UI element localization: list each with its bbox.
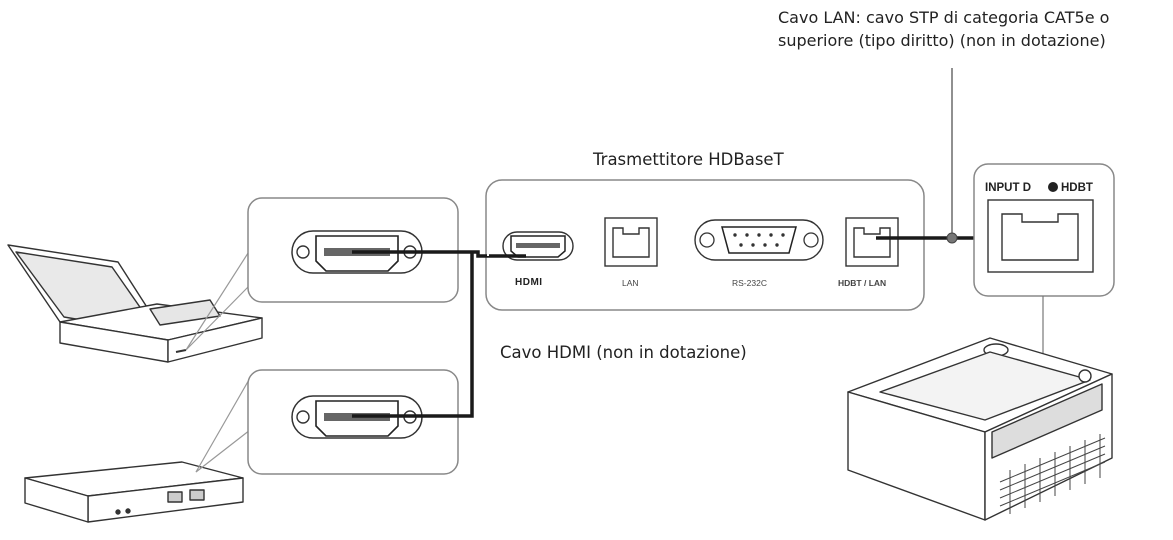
projector-input-label: INPUT D: [985, 182, 1031, 194]
av-device-icon: [24, 461, 244, 523]
laptop-callout-wedge: [185, 249, 251, 351]
laptop-icon: [7, 244, 263, 363]
projector-hdbt-port: [987, 199, 1094, 273]
projector-icon: [847, 337, 1113, 521]
player-callout-wedge: [195, 377, 251, 473]
lan-cable-line2: superiore (tipo diritto) (non in dotazio…: [778, 31, 1106, 50]
port-label-hdbt-lan: HDBT / LAN: [838, 278, 886, 288]
player-hdmi-port-zoom: [247, 369, 459, 475]
laptop-hdmi-port-zoom: [247, 197, 459, 303]
lan-cable-callout: Cavo LAN: cavo STP di categoria CAT5e o …: [778, 6, 1109, 52]
lan-cable-marker: [946, 232, 958, 244]
projector-input-zoom: INPUT D HDBT: [973, 163, 1115, 297]
lan-cable-line1: Cavo LAN: cavo STP di categoria CAT5e o: [778, 8, 1110, 27]
transmitter-hdmi-port: [502, 231, 574, 261]
port-label-rs232c: RS-232C: [732, 278, 767, 288]
port-label-hdmi: HDMI: [515, 277, 543, 288]
transmitter-hdbt-lan-port: [845, 217, 899, 267]
hdmi-cable-laptop: [352, 250, 526, 258]
hdmi-cable-callout: Cavo HDMI (non in dotazione): [500, 343, 747, 362]
hdmi-cable-player: [352, 252, 474, 418]
hdbt-logo-icon: [1048, 182, 1058, 192]
transmitter-title: Trasmettitore HDBaseT: [593, 150, 784, 169]
hdbaset-transmitter: HDMI LAN RS-232C HDBT / LAN: [485, 179, 925, 311]
transmitter-lan-port: [604, 217, 658, 267]
port-label-lan: LAN: [622, 278, 639, 288]
projector-hdbt-logo: HDBT: [1061, 182, 1093, 194]
transmitter-rs232c-port: [694, 219, 824, 261]
